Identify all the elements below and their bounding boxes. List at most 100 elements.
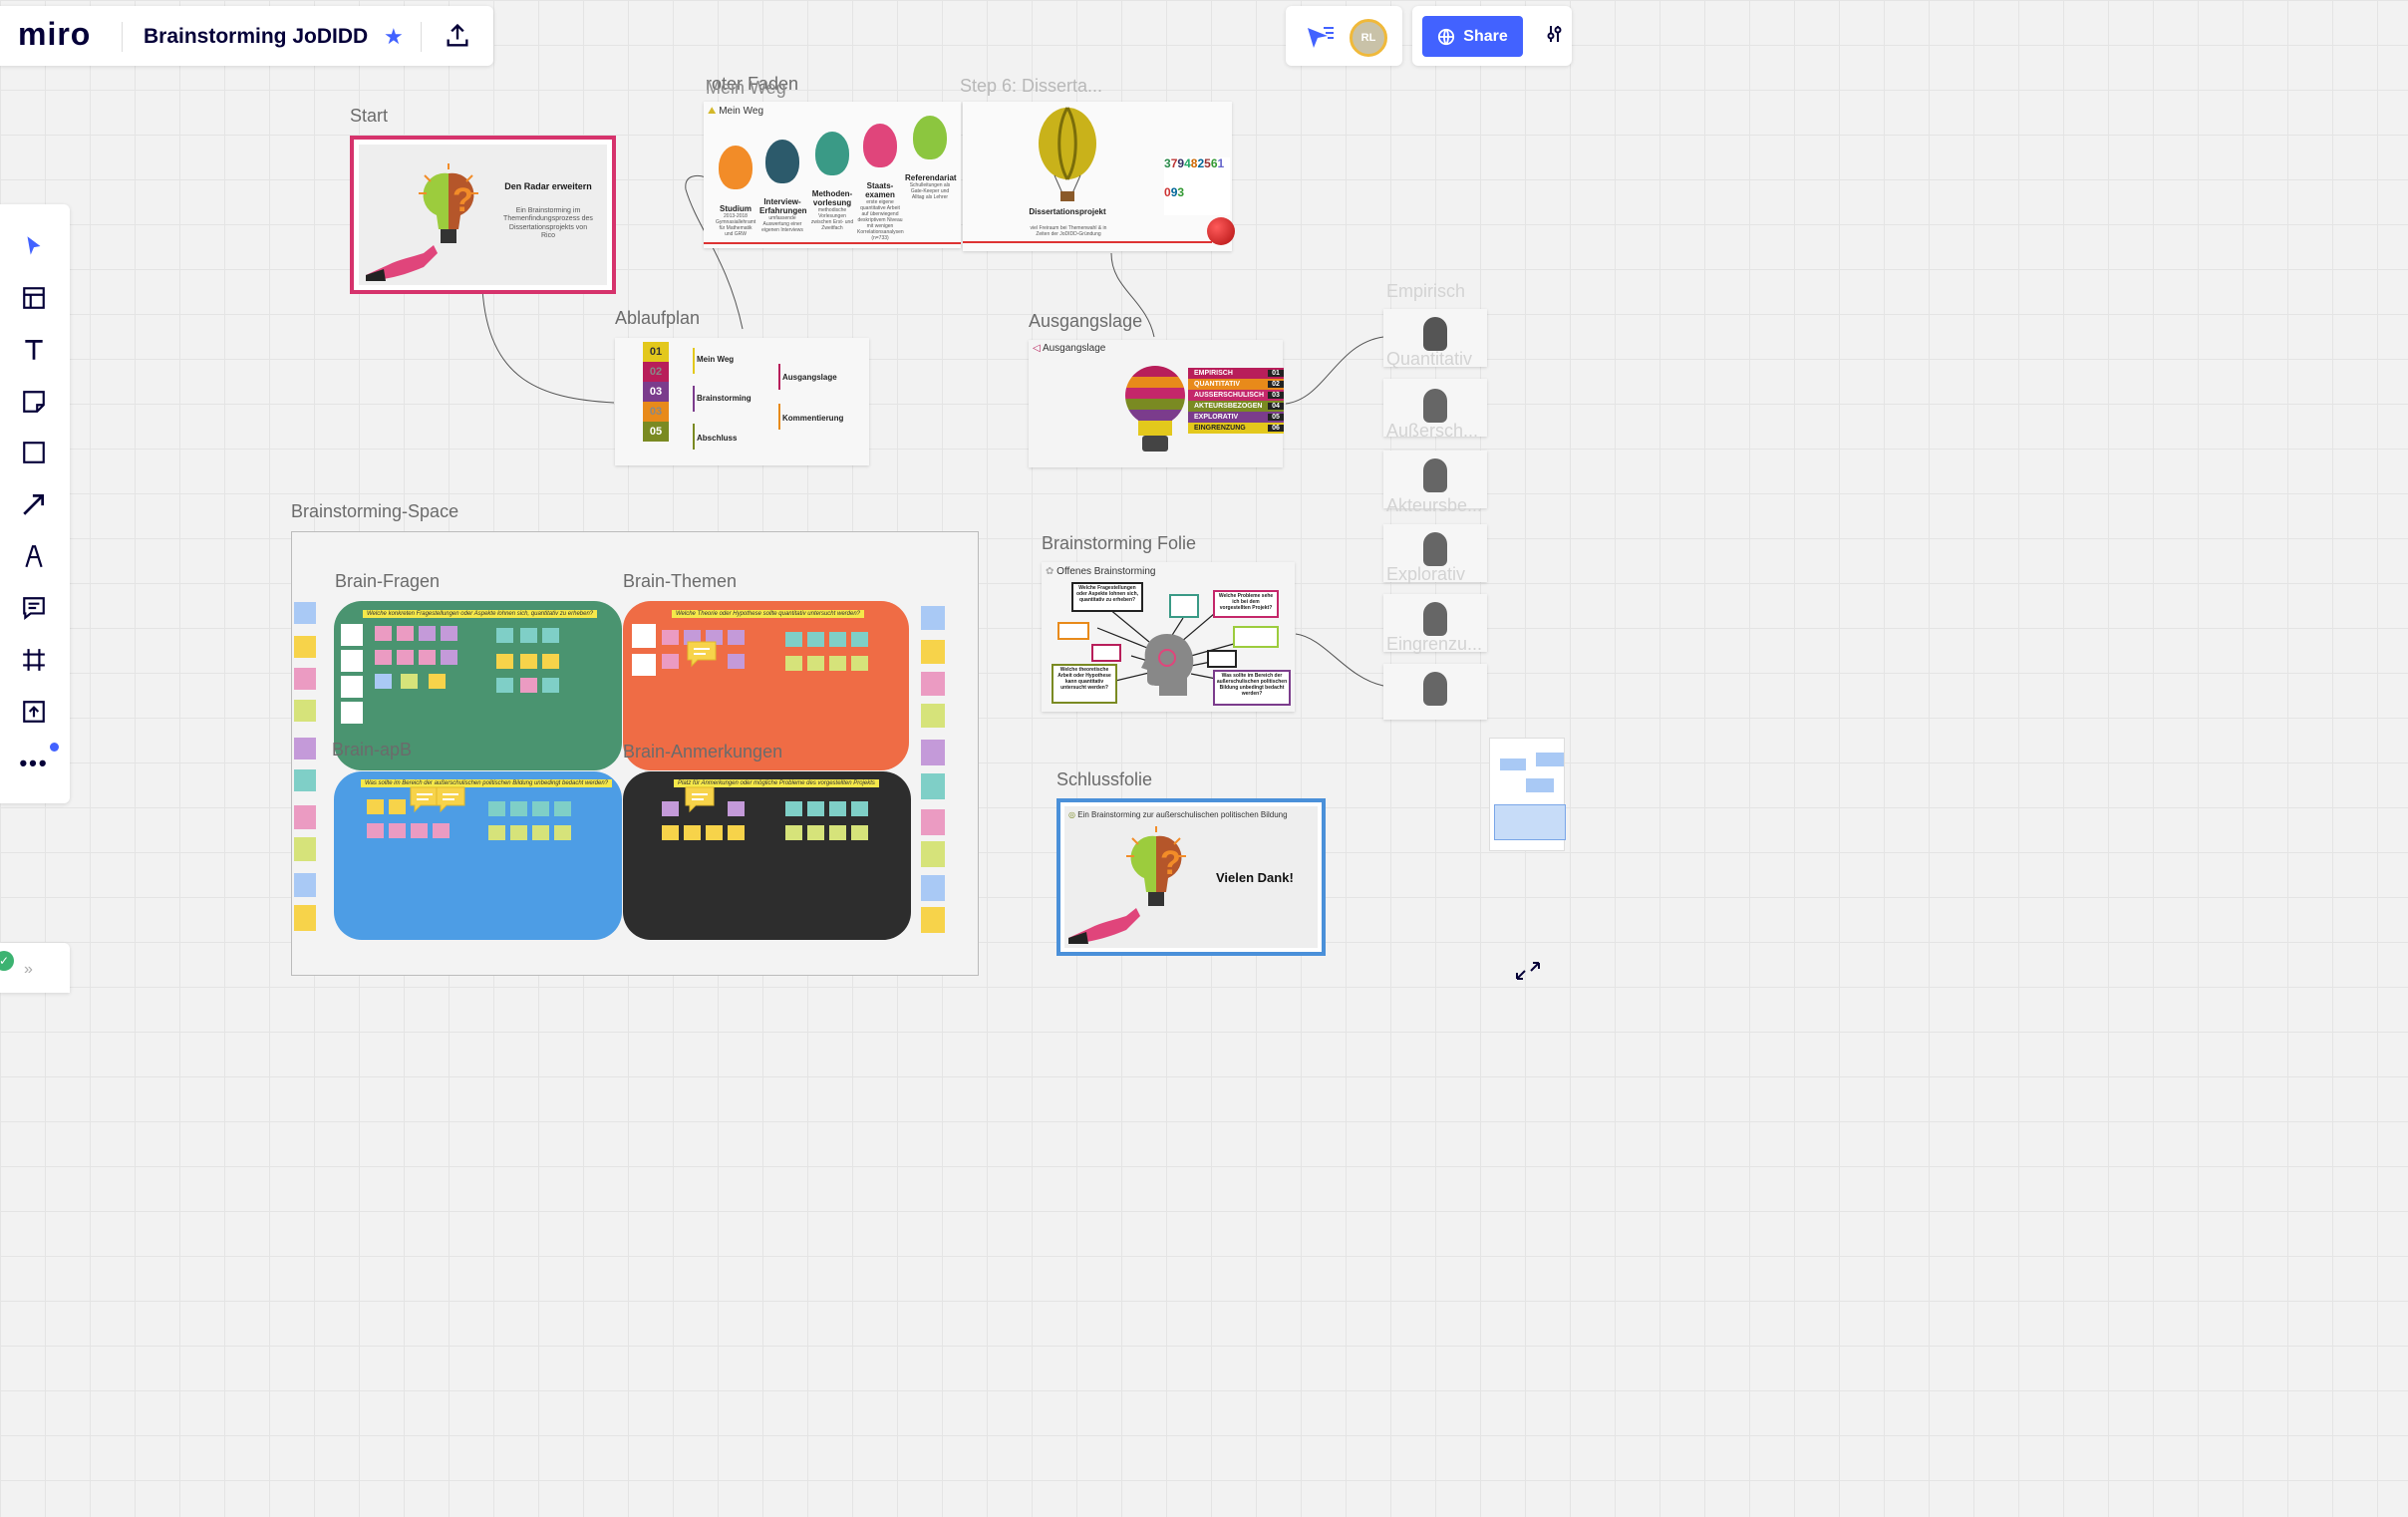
sticky-note[interactable]: [921, 740, 945, 765]
sticky-note[interactable]: [921, 640, 945, 664]
sticky-note[interactable]: [294, 738, 316, 759]
sticky-note[interactable]: [375, 626, 392, 641]
step6-frame-label[interactable]: Step 6: Disserta...: [960, 76, 1103, 96]
sticky-note[interactable]: [829, 632, 846, 647]
mein-weg-overlap-label[interactable]: Mein Weg: [706, 78, 786, 98]
sticky-note[interactable]: [706, 630, 723, 645]
templates-icon[interactable]: [14, 278, 54, 318]
sticky-note[interactable]: [785, 825, 802, 840]
sticky-note[interactable]: [728, 801, 745, 816]
sticky-note[interactable]: [520, 654, 537, 669]
board-title[interactable]: Brainstorming JoDIDD: [144, 25, 369, 48]
sticky-note[interactable]: [294, 602, 316, 624]
sticky-note[interactable]: [496, 654, 513, 669]
sticky-note[interactable]: [807, 801, 824, 816]
sticky-note[interactable]: [294, 873, 316, 897]
sticky-note[interactable]: [807, 656, 824, 671]
sticky-note[interactable]: [662, 654, 679, 669]
sticky-note[interactable]: [488, 801, 505, 816]
sticky-note[interactable]: [662, 825, 679, 840]
upload-icon[interactable]: [14, 692, 54, 732]
mein-weg-slide[interactable]: ⛰ Mein Weg Studium 2013-2018 Gymnasialle…: [704, 102, 961, 248]
sticky-note[interactable]: [728, 654, 745, 669]
sticky-note[interactable]: [294, 837, 316, 861]
pen-icon[interactable]: [14, 536, 54, 576]
white-card[interactable]: [341, 702, 363, 724]
sticky-note[interactable]: [532, 801, 549, 816]
ablaufplan-slide[interactable]: 01 02 03 03 05 Mein Weg Brainstorming Ab…: [615, 338, 869, 465]
start-frame-label[interactable]: Start: [350, 106, 389, 126]
frame-icon[interactable]: [14, 640, 54, 680]
export-icon[interactable]: [444, 22, 471, 50]
sticky-note[interactable]: [401, 674, 418, 689]
sticky-note[interactable]: [554, 825, 571, 840]
sticky-note[interactable]: [433, 823, 450, 838]
sticky-note[interactable]: [294, 636, 316, 658]
akteursbezogen-frame-label[interactable]: Akteursbe...: [1386, 495, 1483, 515]
reactions-icon[interactable]: [1306, 24, 1336, 50]
sticky-note[interactable]: [921, 841, 945, 867]
sticky-note[interactable]: [921, 773, 945, 799]
brain-anmerkungen-frame-label[interactable]: Brain-Anmerkungen: [623, 742, 783, 761]
white-card[interactable]: [632, 624, 656, 648]
sticky-note[interactable]: [829, 656, 846, 671]
sticky-note[interactable]: [367, 799, 384, 814]
sticky-note[interactable]: [520, 628, 537, 643]
sticky-note[interactable]: [728, 630, 745, 645]
brain-themen-cell[interactable]: [623, 601, 909, 770]
white-card[interactable]: [341, 650, 363, 672]
miro-logo[interactable]: miro: [18, 16, 92, 52]
sticky-note[interactable]: [397, 626, 414, 641]
sticky-note[interactable]: [785, 656, 802, 671]
comment-icon[interactable]: [14, 588, 54, 628]
sticky-note[interactable]: [542, 628, 559, 643]
brain-apb-cell[interactable]: [334, 771, 622, 940]
comment-bubble-icon-2[interactable]: [435, 785, 466, 813]
quantitativ-frame-label[interactable]: Quantitativ: [1386, 349, 1473, 369]
white-card[interactable]: [341, 624, 363, 646]
sticky-note[interactable]: [397, 650, 414, 665]
sticky-note[interactable]: [851, 801, 868, 816]
text-icon[interactable]: [14, 330, 54, 370]
sticky-note[interactable]: [294, 668, 316, 690]
sticky-note[interactable]: [684, 825, 701, 840]
brain-apb-frame-label[interactable]: Brain-apB: [332, 740, 413, 759]
explorativ-frame-label[interactable]: Explorativ: [1386, 564, 1466, 584]
sticky-note[interactable]: [496, 678, 513, 693]
arrow-line-icon[interactable]: [14, 484, 54, 524]
sticky-note[interactable]: [294, 905, 316, 931]
schlussfolie-slide[interactable]: ◎ Ein Brainstorming zur außerschulischen…: [1056, 798, 1326, 956]
sticky-note[interactable]: [441, 626, 457, 641]
sticky-note[interactable]: [510, 801, 527, 816]
sticky-note[interactable]: [684, 630, 701, 645]
sticky-note[interactable]: [488, 825, 505, 840]
sticky-note[interactable]: [728, 825, 745, 840]
sticky-note[interactable]: [520, 678, 537, 693]
sticky-note[interactable]: [375, 650, 392, 665]
comment-bubble-icon[interactable]: [684, 785, 716, 813]
sticky-note[interactable]: [542, 654, 559, 669]
sticky-note[interactable]: [375, 674, 392, 689]
sticky-note[interactable]: [921, 672, 945, 696]
sticky-note[interactable]: [294, 769, 316, 791]
brain-anmerkungen-cell[interactable]: [623, 771, 911, 940]
sticky-note[interactable]: [662, 630, 679, 645]
brainstorming-folie-frame-label[interactable]: Brainstorming Folie: [1042, 533, 1197, 553]
ablaufplan-frame-label[interactable]: Ablaufplan: [615, 308, 701, 328]
sticky-note[interactable]: [411, 823, 428, 838]
minimap[interactable]: [1489, 738, 1566, 851]
select-cursor-icon[interactable]: [14, 226, 54, 266]
sticky-note[interactable]: [294, 805, 316, 829]
brainstorming-folie-slide[interactable]: ✿ Offenes Brainstorming Welche Fragestel…: [1042, 562, 1295, 712]
shape-icon[interactable]: [14, 433, 54, 472]
ausserschulisch-frame-label[interactable]: Außersch...: [1386, 421, 1479, 441]
sticky-note[interactable]: [554, 801, 571, 816]
sticky-note[interactable]: [829, 801, 846, 816]
empirisch-frame-label[interactable]: Empirisch: [1386, 281, 1466, 301]
more-icon[interactable]: •••: [19, 751, 49, 775]
share-button[interactable]: Share: [1422, 16, 1523, 57]
schlussfolie-frame-label[interactable]: Schlussfolie: [1056, 769, 1153, 789]
sticky-note[interactable]: [510, 825, 527, 840]
sticky-note[interactable]: [829, 825, 846, 840]
